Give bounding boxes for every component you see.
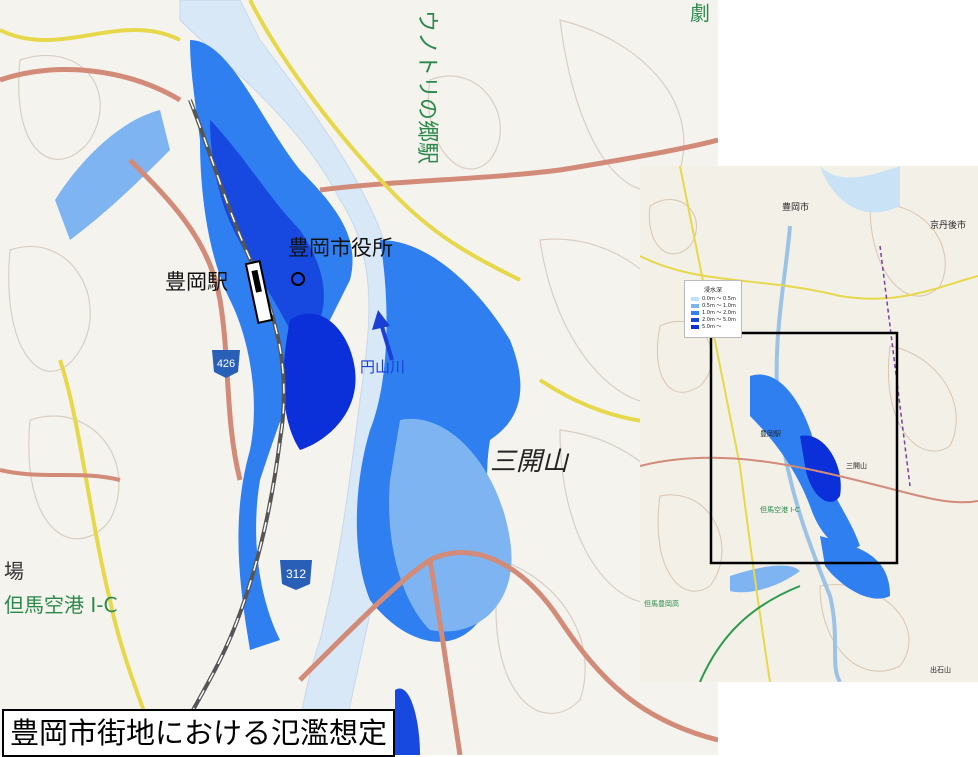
inset-city2-label: 京丹後市 xyxy=(930,219,966,231)
flood-area-deep xyxy=(283,313,356,450)
airport-ic-label: 但馬空港 I-C xyxy=(4,593,117,617)
inset-city-label: 豊岡市 xyxy=(782,201,809,213)
main-map-canvas: 426 312 ウノトリの郷駅 三開山 但馬空港 I-C 場 劇 xyxy=(0,0,718,755)
route-312-number: 312 xyxy=(286,567,306,581)
legend-item: 2.0m ～ 5.0m xyxy=(691,317,741,323)
flood-area-west xyxy=(55,110,170,240)
legend-item-label: 5.0m ～ xyxy=(702,324,722,330)
inset-roads xyxy=(640,166,978,682)
mountain-label: 三開山 xyxy=(490,447,570,477)
station-road-label: ウノトリの郷駅 xyxy=(414,10,439,164)
inset-flood-deep xyxy=(800,435,841,502)
main-flood-map: 426 312 ウノトリの郷駅 三開山 但馬空港 I-C 場 劇 豊岡駅 豊岡市… xyxy=(0,0,718,755)
inset-ic-label: 但馬空港 I-C xyxy=(760,505,800,514)
inset-station-label: 豊岡駅 xyxy=(760,429,781,438)
inset-bottom-mountain-label: 出石山 xyxy=(930,665,951,674)
inset-road-name-label: 但馬豊岡高 xyxy=(644,599,679,608)
legend-item-label: 2.0m ～ 5.0m xyxy=(702,317,736,323)
flood-area-central-deep xyxy=(210,120,324,330)
flood-area-south xyxy=(395,688,420,755)
legend-swatch xyxy=(691,310,699,315)
legend-item-label: 1.0m ～ 2.0m xyxy=(702,310,736,316)
legend-swatch xyxy=(691,317,699,322)
inset-flood-sw xyxy=(730,565,800,593)
legend-swatch xyxy=(691,296,699,301)
legend-swatch xyxy=(691,324,699,329)
left-edge-label: 場 xyxy=(4,559,24,583)
city-hall-label: 豊岡市役所 xyxy=(288,236,393,260)
inset-overview-map: 豊岡市 京丹後市 豊岡駅 三開山 但馬空港 I-C 出石山 但馬豊岡高 浸水深 … xyxy=(640,166,978,682)
inset-mountain-label: 三開山 xyxy=(846,461,867,470)
toyooka-station-label: 豊岡駅 xyxy=(165,270,228,294)
river-arrow-head xyxy=(372,310,390,330)
map-caption: 豊岡市街地における氾濫想定 xyxy=(2,709,396,757)
legend-swatch xyxy=(691,303,699,308)
roads xyxy=(0,0,718,755)
legend-title: 浸水深 xyxy=(703,287,722,294)
route-426-number: 426 xyxy=(217,358,235,370)
legend-item: 0.0m ～ 0.5m xyxy=(691,296,741,302)
inset-river xyxy=(774,225,842,682)
flood-area-east-shallow xyxy=(389,418,512,632)
legend-item: 5.0m ～ xyxy=(691,324,741,330)
inset-bay xyxy=(820,166,900,213)
corner-label: 劇 xyxy=(690,1,710,25)
legend-item: 1.0m ～ 2.0m xyxy=(691,310,741,316)
city-hall-marker xyxy=(291,272,305,286)
station-marker-fill xyxy=(251,269,262,293)
inset-flood-south xyxy=(820,536,890,599)
inset-map-canvas: 豊岡市 京丹後市 豊岡駅 三開山 但馬空港 I-C 出石山 但馬豊岡高 xyxy=(640,166,978,682)
legend-item: 0.5m ～ 1.0m xyxy=(691,303,741,309)
route-312-shield xyxy=(280,560,312,590)
flood-depth-legend: 浸水深 0.0m ～ 0.5m 0.5m ～ 1.0m 1.0m ～ 2.0m … xyxy=(684,280,742,338)
railway-dash xyxy=(169,99,285,755)
legend-item-label: 0.5m ～ 1.0m xyxy=(702,303,736,309)
legend-item-label: 0.0m ～ 0.5m xyxy=(702,296,736,302)
maruyama-river-label: 円山川 xyxy=(360,358,406,376)
inset-zoom-box xyxy=(709,331,899,565)
route-426-shield xyxy=(212,350,240,378)
